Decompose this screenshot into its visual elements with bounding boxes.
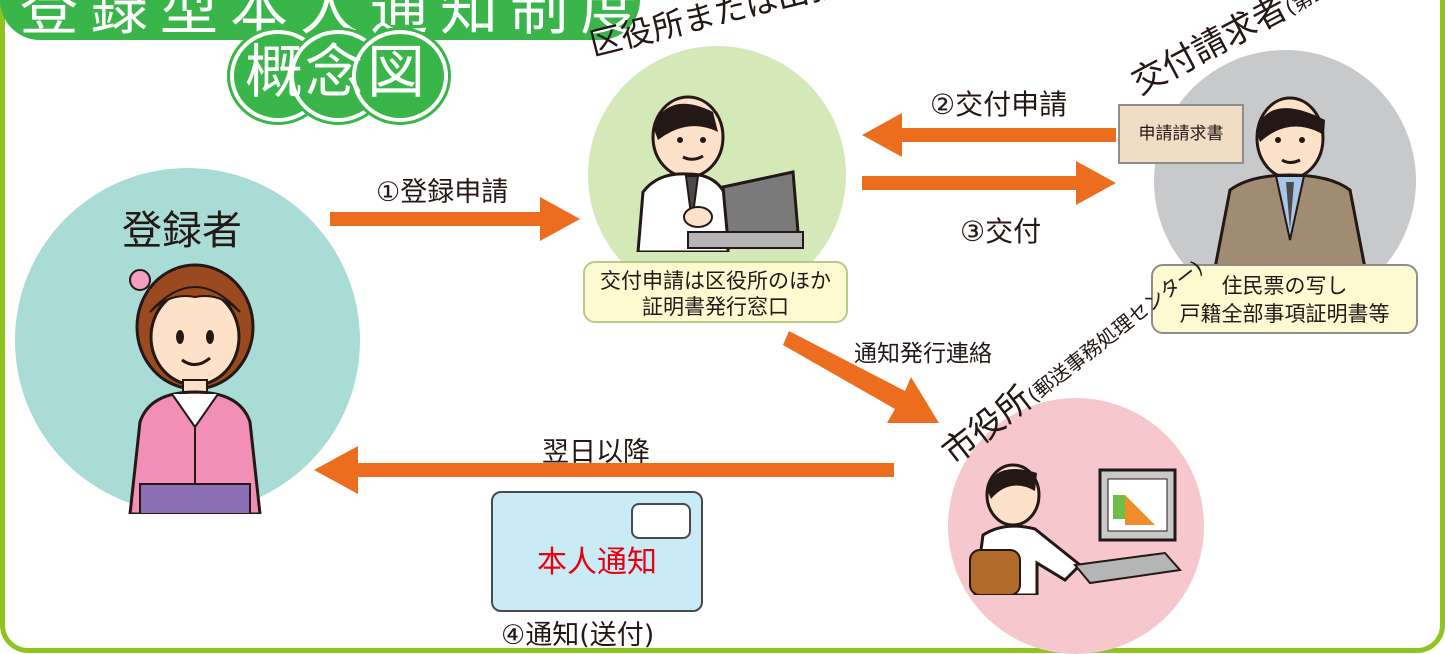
person-woman-icon [110, 252, 280, 514]
title-char-2: 念 [304, 38, 363, 106]
documents-line2: 戸籍全部事項証明書等 [1179, 302, 1390, 326]
stamp-box [631, 503, 691, 539]
notice-card: 本人通知 [491, 491, 703, 612]
step1-label: ①登録申請 [376, 177, 509, 208]
step4-label: ④通知(送付) [501, 620, 655, 651]
office-worker-computer-icon [965, 455, 1185, 595]
ward-note-line1: 交付申請は区役所のほか [600, 269, 831, 293]
request-form-box: 申請請求書 [1118, 104, 1244, 164]
documents-line1: 住民票の写し [1221, 274, 1348, 298]
step3-label: ③交付 [960, 215, 1042, 248]
request-form-label: 申請請求書 [1138, 124, 1224, 144]
notice-card-label: 本人通知 [537, 545, 657, 580]
clerk-at-computer-icon [628, 92, 808, 252]
ward-note-line2: 証明書発行窓口 [642, 295, 789, 319]
title-char-1: 概 [244, 38, 303, 106]
documents-box: 住民票の写し 戸籍全部事項証明書等 [1151, 264, 1418, 334]
step2-label: ②交付申請 [930, 88, 1068, 121]
arrow-step1 [330, 197, 580, 241]
registrant-label: 登録者 [122, 208, 242, 254]
ward-note-box: 交付申請は区役所のほか 証明書発行窓口 [583, 261, 848, 323]
arrow-step3 [862, 161, 1116, 205]
next-day-label: 翌日以降 [542, 437, 650, 468]
arrow-notify-contact [783, 327, 943, 427]
notify-contact-label: 通知発行連絡 [854, 341, 992, 367]
arrow-next-day [314, 446, 894, 494]
title-char-3: 図 [366, 38, 425, 106]
businessman-icon [1210, 90, 1370, 268]
arrow-step2 [862, 113, 1116, 157]
title-bubble-3 [352, 30, 448, 122]
